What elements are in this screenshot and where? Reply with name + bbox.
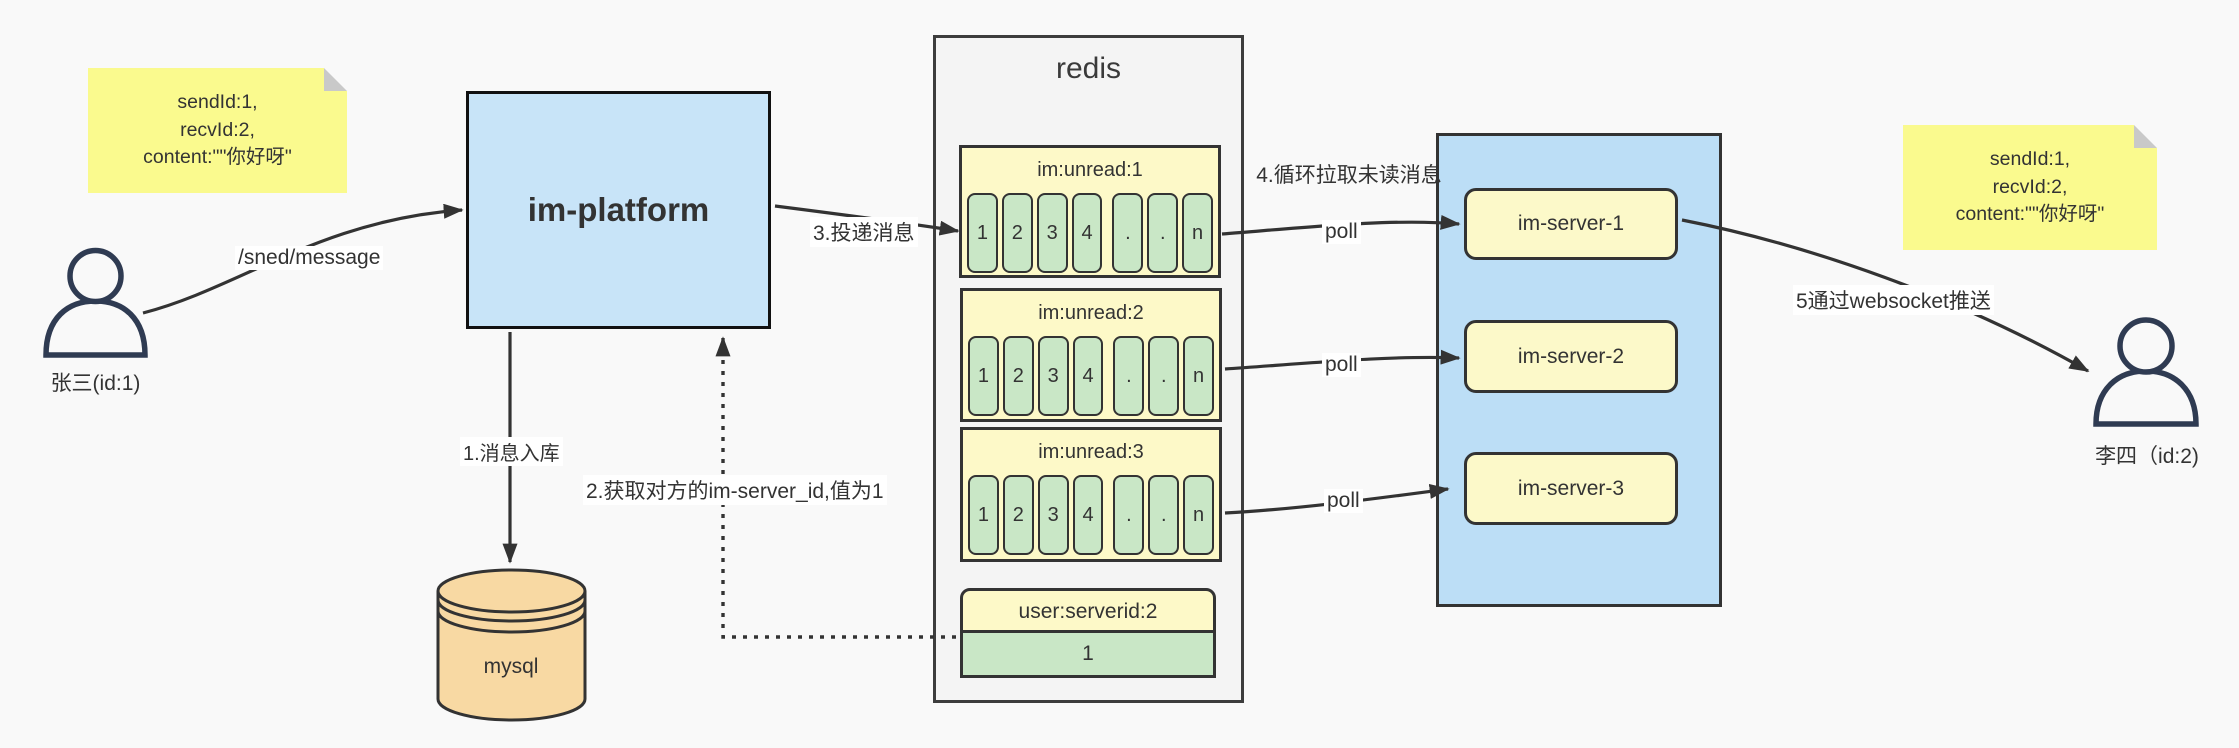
- queue-cells: 1 2 3 4 . . n: [962, 193, 1218, 273]
- label-poll-1: poll: [1322, 220, 1361, 244]
- queue-cells: 1 2 3 4 . . n: [963, 475, 1219, 555]
- server-box-3: im-server-3: [1464, 452, 1678, 525]
- queue-cell: .: [1112, 193, 1144, 273]
- note-fold-icon: [2134, 125, 2157, 148]
- label-step5: 5通过websocket推送: [1793, 285, 1994, 315]
- server-box-1: im-server-1: [1464, 188, 1678, 260]
- label-step2: 2.获取对方的im-server_id,值为1: [583, 475, 887, 505]
- label-step3: 3.投递消息: [810, 217, 918, 247]
- queue-cell: 4: [1071, 193, 1103, 273]
- label-step4: 4.循环拉取未读消息: [1256, 164, 1442, 187]
- sender-name-label: 张三(id:1): [50, 372, 141, 395]
- queue-group-1: im:unread:1 1 2 3 4 . . n: [959, 145, 1221, 278]
- label-poll-3: poll: [1324, 489, 1363, 513]
- server-label: im-server-2: [1517, 344, 1625, 368]
- queue-cell: n: [1183, 336, 1215, 416]
- kv-value: 1: [960, 633, 1216, 678]
- queue-cell: .: [1147, 193, 1179, 273]
- server-label: im-server-1: [1517, 212, 1625, 235]
- im-platform-box: im-platform: [466, 91, 771, 329]
- queue-group-2: im:unread:2 1 2 3 4 . . n: [960, 288, 1222, 422]
- queue-cell: n: [1182, 193, 1214, 273]
- label-poll-2: poll: [1322, 353, 1361, 377]
- queue-cell: 2: [1002, 475, 1034, 555]
- queue-cell: .: [1148, 336, 1180, 416]
- queue-header: im:unread:2: [1038, 302, 1144, 324]
- sticky-note-right: sendId:1, recvId:2, content:""你好呀": [1903, 125, 2157, 250]
- note-line: recvId:2,: [1992, 175, 2068, 198]
- queue-cell: n: [1183, 475, 1215, 555]
- user-icon-sender: [43, 247, 148, 358]
- queue-cell: 3: [1037, 475, 1069, 555]
- server-box-2: im-server-2: [1464, 320, 1678, 393]
- queue-cell: 1: [967, 193, 998, 273]
- queue-cell: 3: [1037, 336, 1069, 416]
- note-line: recvId:2,: [180, 118, 255, 141]
- note-line: sendId:1,: [177, 90, 258, 113]
- queue-cells: 1 2 3 4 . . n: [963, 336, 1219, 416]
- mysql-label: mysql: [483, 655, 539, 678]
- mysql-cylinder-icon: [436, 568, 587, 722]
- queue-cell: 1: [968, 475, 999, 555]
- user-icon-receiver: [2093, 317, 2199, 427]
- queue-cell: 2: [1002, 336, 1034, 416]
- label-send-endpoint: /sned/message: [235, 246, 384, 270]
- queue-cell: 1: [968, 336, 999, 416]
- label-step1: 1.消息入库: [460, 437, 563, 466]
- server-label: im-server-3: [1517, 476, 1625, 500]
- sticky-note-left: sendId:1, recvId:2, content:""你好呀": [88, 68, 347, 193]
- note-fold-icon: [324, 68, 347, 91]
- queue-cell: 3: [1036, 193, 1068, 273]
- note-line: content:""你好呀": [1955, 203, 2105, 226]
- receiver-name-label: 李四（id:2): [2095, 445, 2199, 468]
- note-line: sendId:1,: [1989, 147, 2071, 170]
- queue-cell: .: [1148, 475, 1180, 555]
- queue-header: im:unread:1: [1037, 159, 1143, 181]
- im-platform-title: im-platform: [527, 191, 710, 228]
- queue-cell: 4: [1072, 475, 1104, 555]
- queue-cell: .: [1113, 475, 1145, 555]
- queue-cell: 4: [1072, 336, 1104, 416]
- queue-header: im:unread:3: [1038, 441, 1144, 463]
- redis-title: redis: [1055, 52, 1122, 85]
- note-line: content:""你好呀": [143, 146, 292, 169]
- queue-group-3: im:unread:3 1 2 3 4 . . n: [960, 427, 1222, 562]
- queue-cell: 2: [1001, 193, 1033, 273]
- queue-cell: .: [1113, 336, 1145, 416]
- kv-header: user:serverid:2: [960, 588, 1216, 633]
